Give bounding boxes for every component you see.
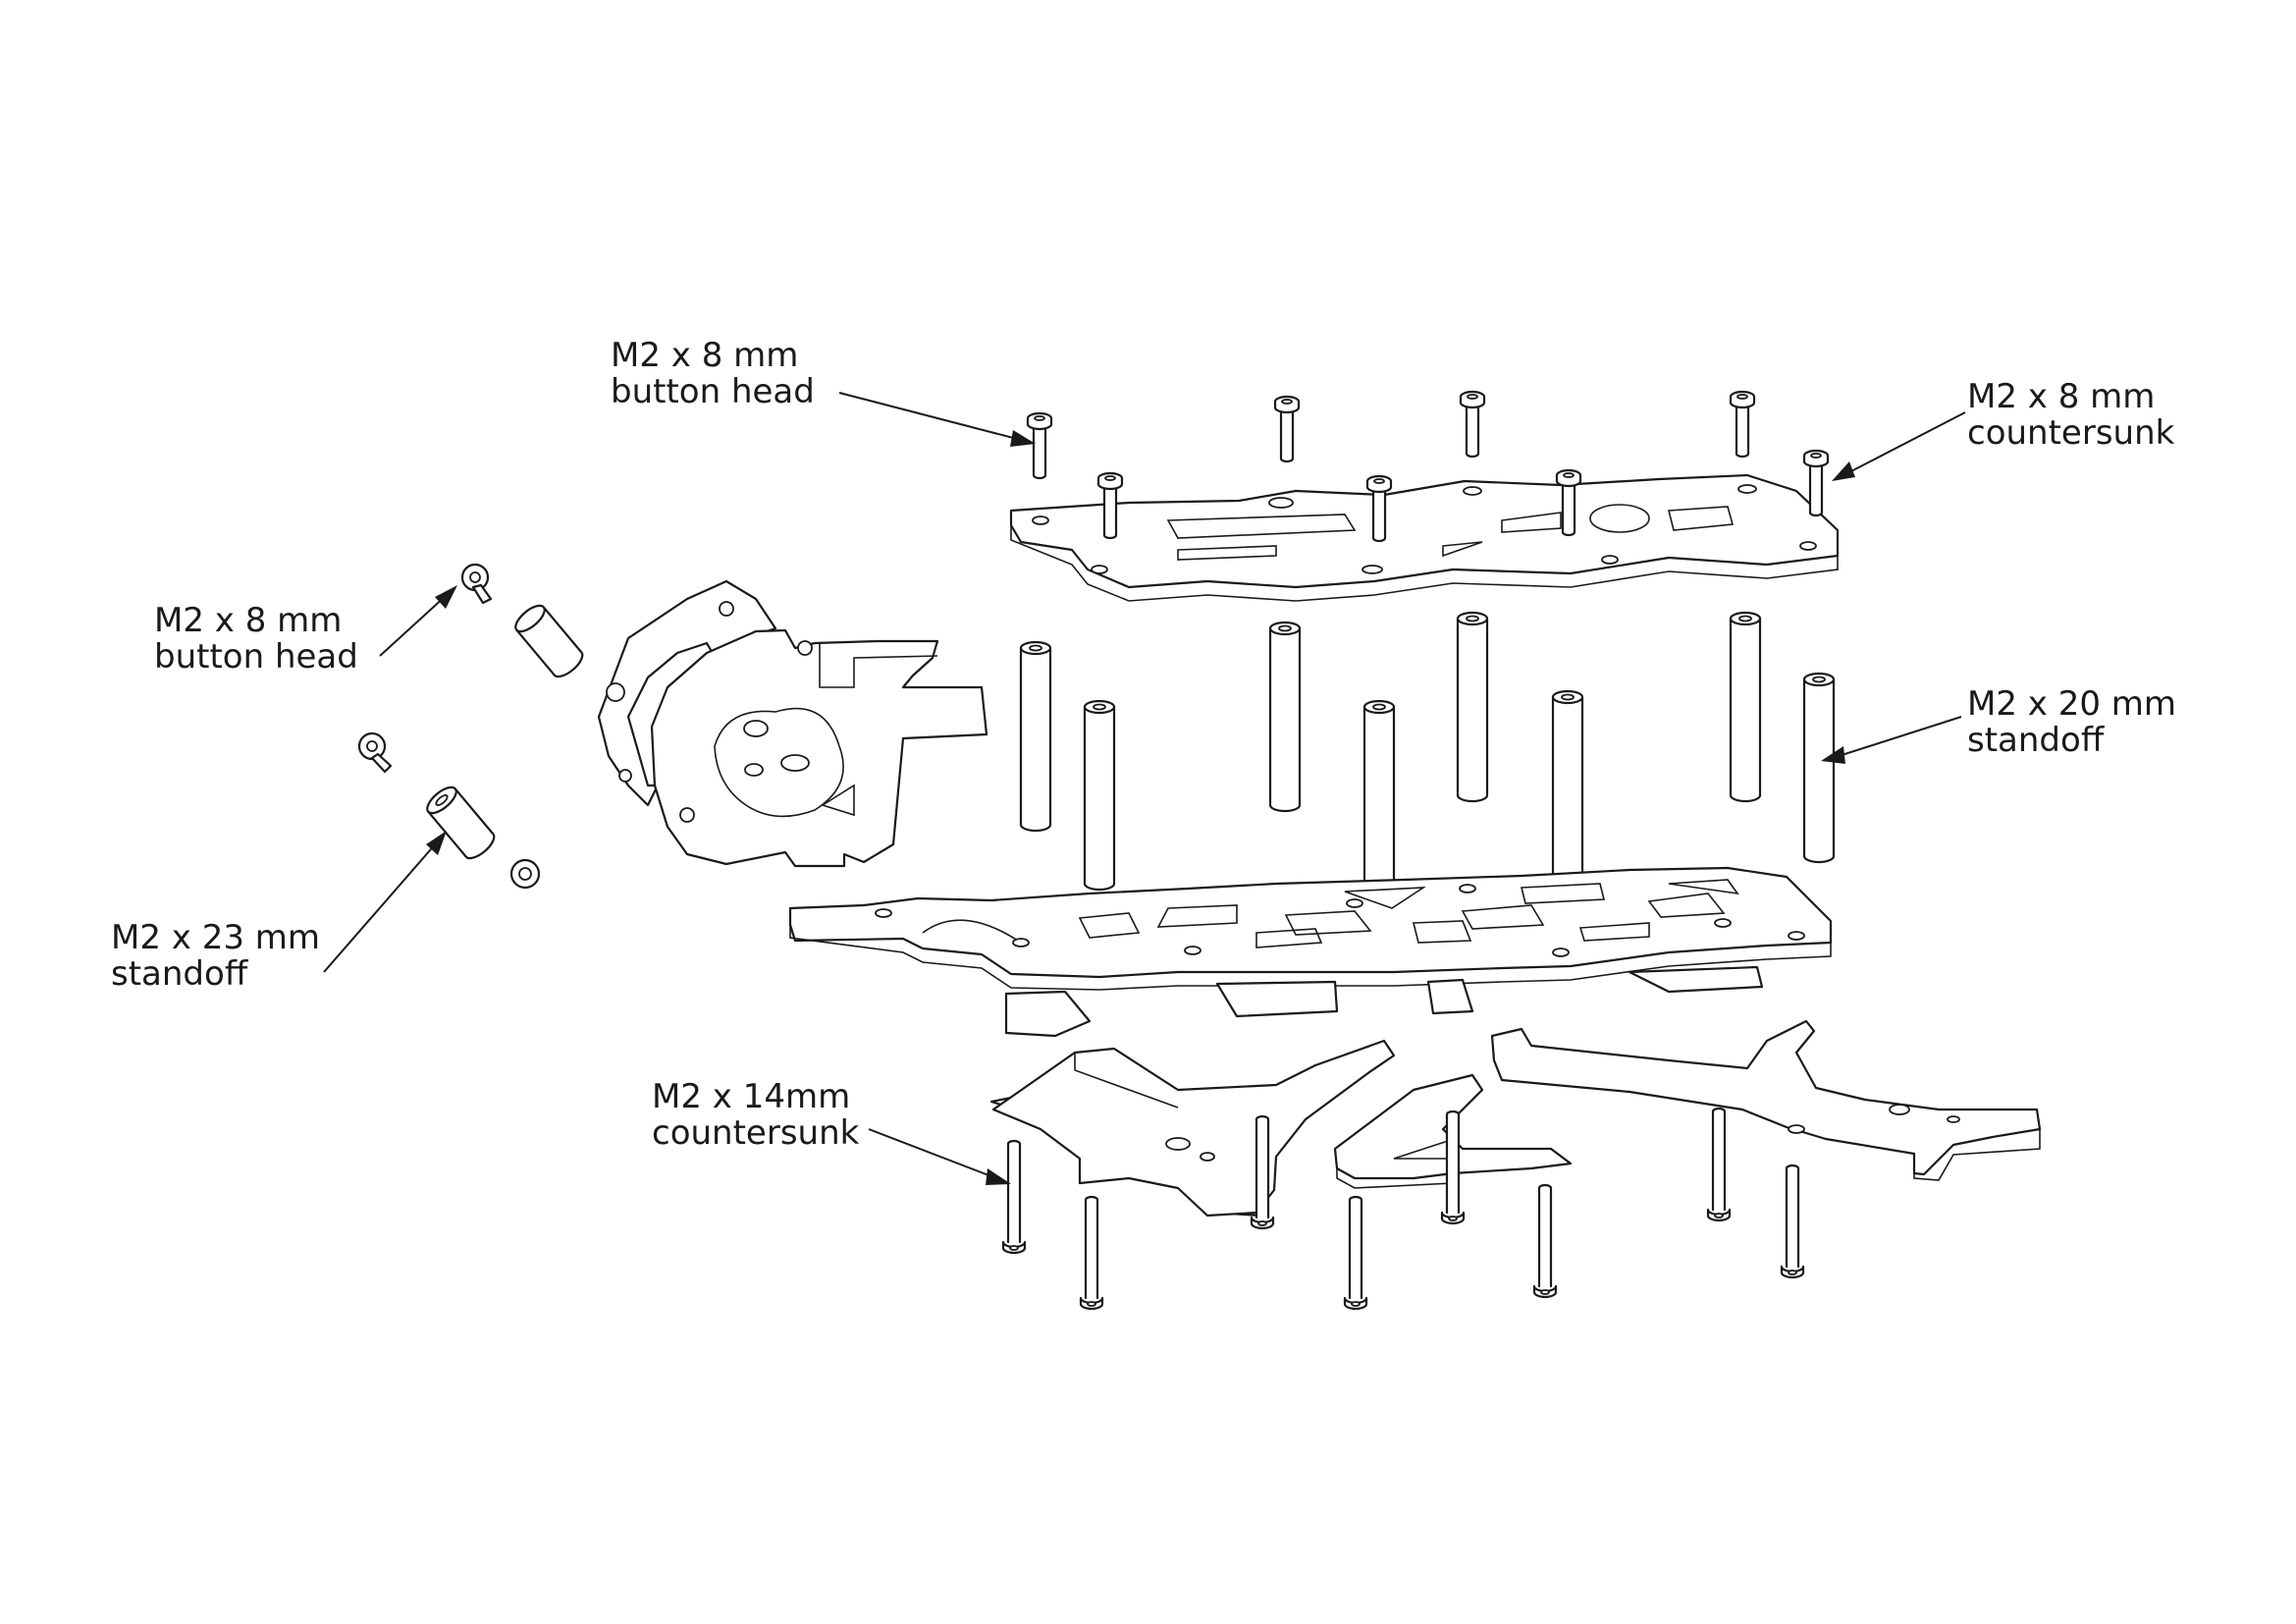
callout-label: M2 x 8 mm (611, 336, 799, 375)
callout-label: button head (611, 372, 815, 411)
callout-bottom-countersunk: M2 x 14mm countersunk (652, 1079, 859, 1152)
callout-label: countersunk (1967, 413, 2175, 453)
callout-label: M2 x 14mm (652, 1077, 851, 1116)
main-standoffs (1019, 611, 1836, 892)
camera-side-plates (597, 579, 988, 868)
callout-label: M2 x 23 mm (111, 918, 321, 957)
callout-top-countersunk: M2 x 8 mm countersunk (1967, 379, 2174, 452)
callout-side-standoff: M2 x 23 mm standoff (111, 920, 320, 993)
arm-right (1490, 1019, 2042, 1181)
callout-label: standoff (1967, 721, 2105, 760)
callout-label: M2 x 8 mm (154, 601, 343, 640)
callout-label: standoff (111, 954, 248, 994)
callout-main-standoff: M2 x 20 mm standoff (1967, 686, 2176, 759)
arm-left (989, 1039, 1396, 1218)
callout-label: countersunk (652, 1113, 860, 1153)
side-hardware (357, 563, 584, 890)
callout-label: button head (154, 637, 358, 677)
callout-side-button-head: M2 x 8 mm button head (154, 603, 358, 676)
callout-label: M2 x 20 mm (1967, 684, 2177, 724)
top-plate (1009, 473, 1840, 602)
callout-top-button-head: M2 x 8 mm button head (611, 338, 815, 410)
leader-lines (323, 392, 1966, 1185)
callout-label: M2 x 8 mm (1967, 377, 2156, 416)
main-plate (788, 866, 1833, 1038)
